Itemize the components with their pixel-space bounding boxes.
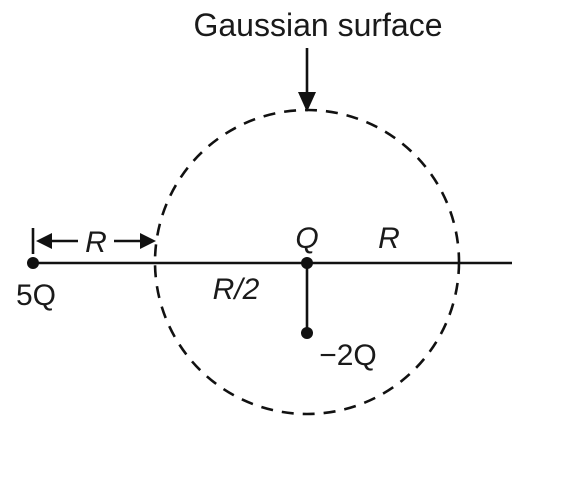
charge-5q-dot: [27, 257, 39, 269]
distance-marker-left: [31, 228, 156, 254]
label-charge-center: Q: [295, 222, 318, 255]
title-pointer-arrow: [298, 48, 316, 112]
diagram-title: Gaussian surface: [193, 7, 442, 43]
label-distance-left: R: [85, 226, 107, 259]
label-charge-lower: −2Q: [319, 339, 377, 372]
charge-minus-2q-dot: [301, 327, 313, 339]
label-charge-left: 5Q: [16, 279, 56, 312]
label-distance-right: R: [378, 222, 400, 255]
charge-q-dot: [301, 257, 313, 269]
label-distance-vertical: R/2: [213, 273, 260, 306]
